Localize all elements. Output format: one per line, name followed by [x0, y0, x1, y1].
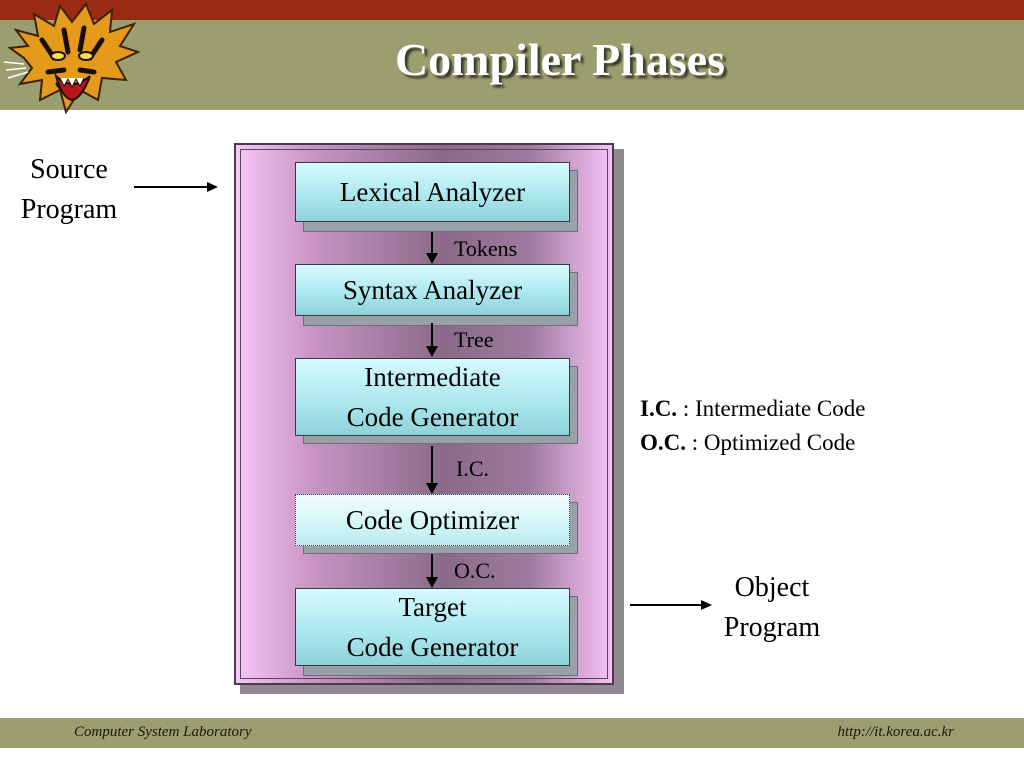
legend-abbr: I.C. — [640, 396, 678, 421]
phase-label-line: Lexical Analyzer — [339, 177, 526, 207]
object-arrow-head — [701, 600, 712, 610]
arrow-head — [426, 483, 438, 494]
header-top-stripe — [0, 0, 1024, 20]
object-program-line-2: Program — [723, 612, 821, 643]
legend-entry: O.C. : Optimized Code — [640, 426, 865, 460]
arrow-line — [431, 446, 433, 484]
edge-label-tree: Tree — [454, 327, 494, 352]
phase-lexical-analyzer: Lexical Analyzer — [295, 162, 570, 222]
phase-label-line: Target — [398, 592, 467, 622]
object-arrow-line — [630, 604, 702, 606]
source-program-line-2: Program — [20, 194, 118, 225]
edge-label-ic: I.C. — [456, 456, 489, 481]
abbreviation-legend: I.C. : Intermediate Code O.C. : Optimize… — [640, 392, 865, 460]
arrow-head — [426, 577, 438, 588]
title-bar — [0, 20, 1024, 110]
phase-code-optimizer: Code Optimizer — [295, 494, 570, 546]
source-program-line-1: Source — [30, 154, 108, 185]
legend-entry: I.C. : Intermediate Code — [640, 392, 865, 426]
footer-lab-name: Computer System Laboratory — [74, 724, 252, 740]
source-program-label: Source Program — [8, 150, 130, 230]
arrow-line — [431, 554, 433, 578]
object-program-label: Object Program — [706, 568, 838, 648]
arrow-line — [431, 323, 433, 347]
edge-label-oc: O.C. — [454, 558, 496, 583]
footer-bar — [0, 718, 1024, 748]
phase-syntax-analyzer: Syntax Analyzer — [295, 264, 570, 316]
phase-label-line: Code Generator — [346, 402, 519, 432]
legend-abbr: O.C. — [640, 430, 686, 455]
arrow-head — [426, 253, 438, 264]
object-program-line-1: Object — [734, 572, 810, 603]
arrow-head — [426, 346, 438, 357]
legend-text: : Optimized Code — [686, 430, 856, 455]
slide-title: Compiler Phases — [394, 34, 726, 85]
source-arrow-head — [207, 182, 218, 192]
edge-label-tokens: Tokens — [454, 236, 518, 261]
phase-label-line: Syntax Analyzer — [342, 275, 523, 305]
phase-label-line: Intermediate — [364, 362, 501, 392]
phase-intermediate-code-generator: Intermediate Code Generator — [295, 358, 570, 436]
tiger-logo-icon — [3, 2, 141, 115]
arrow-line — [431, 232, 433, 254]
source-arrow-line — [134, 186, 208, 188]
footer-url: http://it.korea.ac.kr — [837, 724, 955, 740]
phase-target-code-generator: Target Code Generator — [295, 588, 570, 666]
phase-label-line: Code Optimizer — [345, 505, 520, 535]
legend-text: : Intermediate Code — [677, 396, 866, 421]
phase-label-line: Code Generator — [346, 632, 519, 662]
